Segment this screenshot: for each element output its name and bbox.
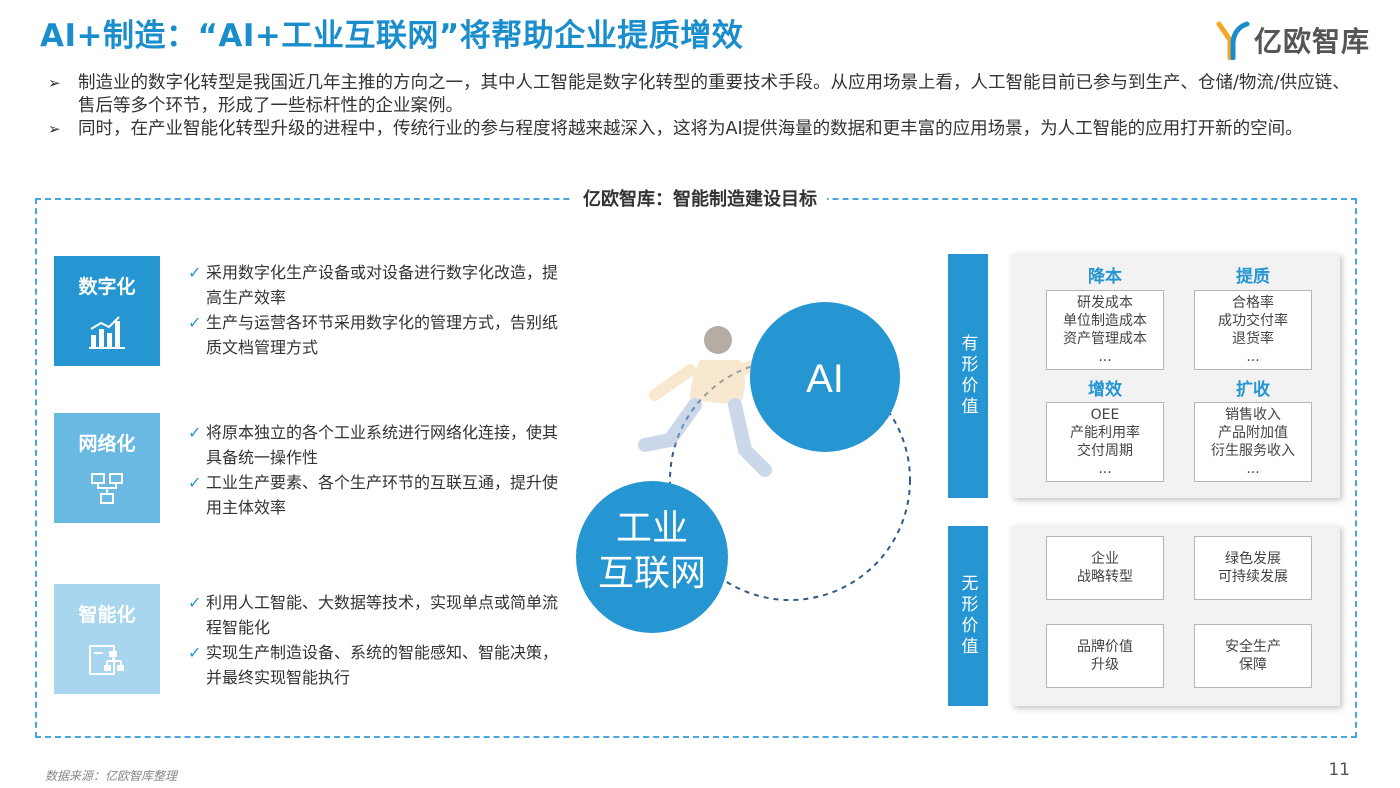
ai-label: AI [806,357,844,401]
intangible-value-tab: 无形价值 [948,526,988,706]
logo-text: 亿欧智库 [1253,25,1370,58]
value-box: 绿色发展 可持续发展 [1194,536,1312,600]
description-item: ✓将原本独立的各个工业系统进行网络化连接，使其具备统一操作性 [188,420,568,470]
group-title: 提质 [1236,267,1270,287]
ai-circle [750,302,900,452]
check-icon: ✓ [188,313,202,332]
arrow-bullet-icon: ➢ [48,74,61,92]
tangible-value-panel: 降本 研发成本 单位制造成本 资产管理成本 ... 提质 合格率 成功交付率 退… [1012,254,1340,498]
check-icon: ✓ [188,423,202,442]
bullet-text: 制造业的数字化转型是我国近几年主推的方向之一，其中人工智能是数字化转型的重要技术… [78,73,1350,116]
description-item: ✓实现生产制造设备、系统的智能感知、智能决策，并最终实现智能执行 [188,640,568,690]
data-source: 数据来源：亿欧智库整理 [45,769,178,783]
value-box: 企业 战略转型 [1046,536,1164,600]
value-box: OEE 产能利用率 交付周期 ... [1046,402,1164,482]
check-icon: ✓ [188,643,202,662]
description-item: ✓利用人工智能、大数据等技术，实现单点或简单流程智能化 [188,590,568,640]
group-title: 增效 [1088,380,1122,400]
arrow-bullet-icon: ➢ [48,120,61,138]
brand-logo: 亿欧智库 [1216,20,1370,60]
group-title: 扩收 [1236,380,1270,400]
check-icon: ✓ [188,593,202,612]
category-intelligence: 智能化 [54,584,160,694]
intro-bullet: ➢ 同时，在产业智能化转型升级的进程中，传统行业的参与程度将越来越深入，这将为A… [48,118,1358,141]
page-title: AI+制造：“AI+工业互联网”将帮助企业提质增效 [40,18,744,54]
network-icon [91,473,123,504]
value-box: 品牌价值 升级 [1046,624,1164,688]
ai-iiot-diagram: AI 工业 互联网 [576,302,911,633]
check-icon: ✓ [188,473,202,492]
category-name: 网络化 [78,433,136,455]
category-description: ✓将原本独立的各个工业系统进行网络化连接，使其具备统一操作性 ✓工业生产要素、各… [188,420,568,520]
description-item: ✓生产与运营各环节采用数字化的管理方式，告别纸质文档管理方式 [188,310,568,360]
category-networking: 网络化 [54,413,160,523]
value-box: 合格率 成功交付率 退货率 ... [1194,290,1312,370]
value-box: 研发成本 单位制造成本 资产管理成本 ... [1046,290,1164,370]
category-description: ✓利用人工智能、大数据等技术，实现单点或简单流程智能化 ✓实现生产制造设备、系统… [188,590,568,690]
iiot-label-line1: 工业 [616,508,688,549]
category-name: 智能化 [78,604,136,626]
description-item: ✓采用数字化生产设备或对设备进行数字化改造，提高生产效率 [188,260,568,310]
iiot-label-line2: 互联网 [598,553,706,594]
intro-bullets: ➢ 制造业的数字化转型是我国近几年主推的方向之一，其中人工智能是数字化转型的重要… [48,72,1358,141]
bar-chart-icon [89,316,125,349]
category-name: 数字化 [78,276,136,298]
yiou-logo-icon [1216,21,1250,60]
value-box: 销售收入 产品附加值 衍生服务收入 ... [1194,402,1312,482]
iiot-circle [576,481,728,633]
dashed-orbit [669,359,911,601]
bullet-text: 同时，在产业智能化转型升级的进程中，传统行业的参与程度将越来越深入，这将为AI提… [78,119,1303,139]
tangible-value-tab: 有形价值 [948,254,988,498]
flowchart-icon [89,645,124,675]
group-title: 降本 [1088,267,1122,287]
category-description: ✓采用数字化生产设备或对设备进行数字化改造，提高生产效率 ✓生产与运营各环节采用… [188,260,568,360]
intangible-value-panel: 企业 战略转型 绿色发展 可持续发展 品牌价值 升级 安全生产 保障 [1012,526,1340,706]
running-person-illustration [638,326,776,477]
frame-title: 亿欧智库：智能制造建设目标 [573,189,827,210]
category-digitalization: 数字化 [54,256,160,366]
description-item: ✓工业生产要素、各个生产环节的互联互通，提升使用主体效率 [188,470,568,520]
value-box: 安全生产 保障 [1194,624,1312,688]
page-number: 11 [1328,760,1350,780]
intro-bullet: ➢ 制造业的数字化转型是我国近几年主推的方向之一，其中人工智能是数字化转型的重要… [48,72,1358,118]
check-icon: ✓ [188,263,202,282]
